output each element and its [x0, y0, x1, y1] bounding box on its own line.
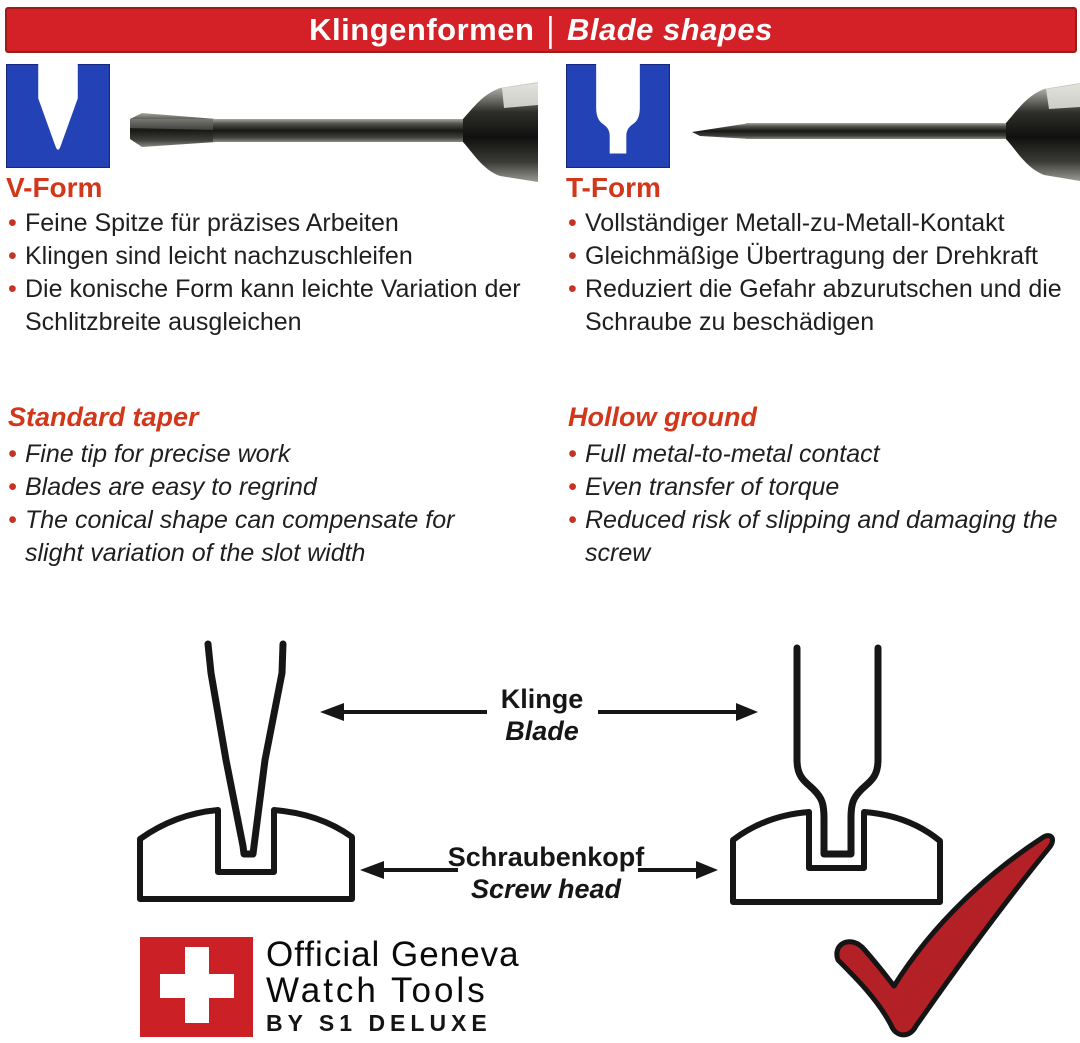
header-title-en: Blade shapes: [566, 12, 773, 47]
t-form-title: T-Form: [566, 172, 661, 203]
screwhead-label-de: Schraubenkopf: [448, 842, 646, 872]
bullet-item: Klingen sind leicht nachzuschleifen: [8, 240, 526, 273]
t-form-profile-icon: [566, 64, 670, 168]
t-form-screwhead-drawing: [730, 809, 943, 905]
brand-line-2: Watch Tools: [266, 971, 488, 1010]
header-title-de: Klingenformen: [309, 12, 535, 47]
blade-cross-section-diagram: Klinge Blade Schraubenkopf Screw head: [137, 640, 943, 905]
standard-taper-title: Standard taper: [8, 402, 199, 432]
bullet-item: The conical shape can compensate for sli…: [8, 504, 513, 570]
hollow-ground-title: Hollow ground: [568, 402, 757, 432]
header-banner: Klingenformen | Blade shapes: [5, 7, 1077, 53]
v-form-blade-drawing: [204, 640, 287, 858]
checkmark-icon: [834, 833, 1055, 1038]
swiss-flag-icon: [140, 937, 253, 1037]
blade-label-de: Klinge: [501, 684, 584, 714]
bullet-item: Gleichmäßige Übertragung der Drehkraft: [568, 240, 1073, 273]
screwhead-arrow-right-icon: [638, 861, 718, 879]
brand-footer: Official Geneva Watch Tools BY S1 DELUXE: [140, 937, 520, 1038]
v-form-screwhead-drawing: [137, 807, 355, 902]
blade-arrow-left-icon: [320, 703, 487, 721]
v-form-title: V-Form: [6, 172, 103, 203]
bullet-item: Reduziert die Gefahr abzurutschen und di…: [568, 273, 1073, 339]
v-form-screwdriver-photo: [130, 82, 538, 182]
bullet-item: Reduced risk of slipping and damaging th…: [568, 504, 1063, 570]
blade-arrow-right-icon: [598, 703, 758, 721]
bullet-item: Vollständiger Metall-zu-Metall-Kontakt: [568, 207, 1073, 240]
header-separator: |: [546, 9, 555, 50]
bullet-item: Even transfer of torque: [568, 471, 1063, 504]
v-form-profile-icon: [6, 64, 110, 168]
screwhead-arrow-left-icon: [360, 861, 458, 879]
t-form-blade-drawing: [793, 644, 882, 858]
brand-line-1: Official Geneva: [266, 935, 520, 974]
bullet-item: Feine Spitze für präzises Arbeiten: [8, 207, 526, 240]
v-form-bullet-list: Feine Spitze für präzises Arbeiten Kling…: [8, 207, 526, 339]
hollow-ground-bullet-list: Full metal-to-metal contact Even transfe…: [568, 438, 1063, 570]
blade-label-en: Blade: [505, 716, 579, 746]
brand-text-block: Official Geneva Watch Tools BY S1 DELUXE: [266, 937, 520, 1038]
bullet-item: Full metal-to-metal contact: [568, 438, 1063, 471]
t-form-screwdriver-photo: [692, 83, 1080, 181]
t-form-bullet-list: Vollständiger Metall-zu-Metall-Kontakt G…: [568, 207, 1073, 339]
standard-taper-bullet-list: Fine tip for precise work Blades are eas…: [8, 438, 513, 570]
screwhead-label-en: Screw head: [471, 874, 622, 904]
brand-line-3: BY S1 DELUXE: [266, 1010, 492, 1036]
bullet-item: Die konische Form kann leichte Variation…: [8, 273, 526, 339]
bullet-item: Blades are easy to regrind: [8, 471, 513, 504]
bullet-item: Fine tip for precise work: [8, 438, 513, 471]
